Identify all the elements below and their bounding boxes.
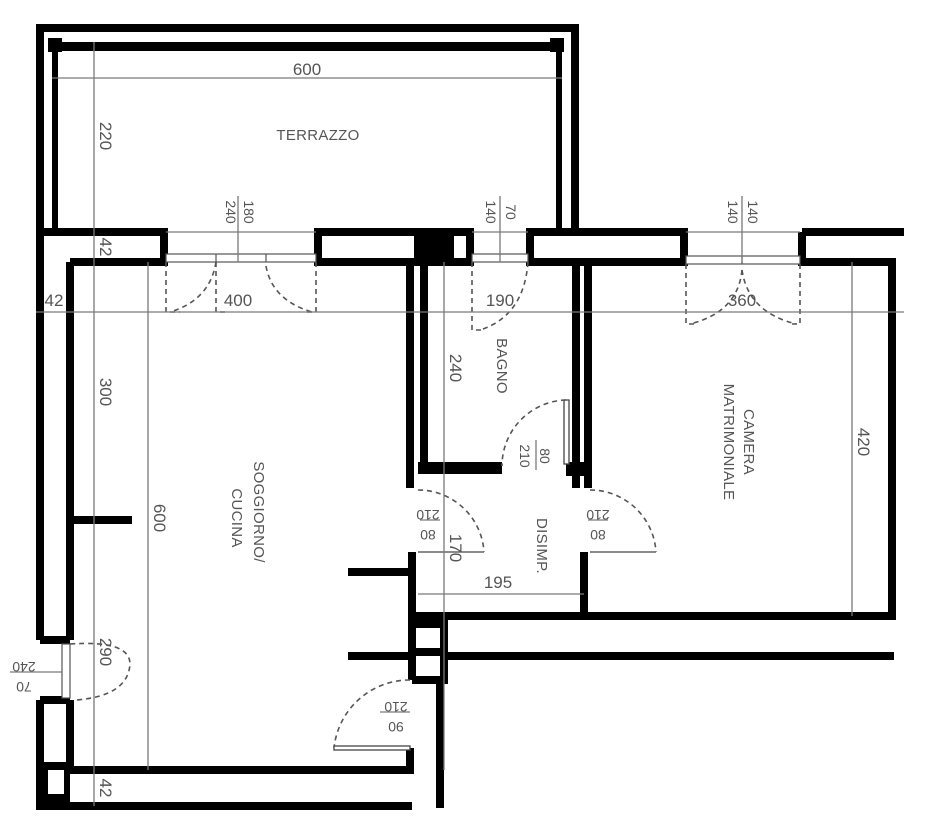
interior-walls <box>74 262 894 808</box>
opening-labels: 240 180 140 70 140 140 80 210 210 80 210… <box>12 200 761 735</box>
dim-bedroom-depth: 420 <box>854 428 873 456</box>
room-label-bathroom: BAGNO <box>493 338 510 394</box>
side-window-height: 240 <box>12 659 36 675</box>
dim-bedroom-width: 360 <box>728 291 756 310</box>
room-label-living-1: SOGGIORNO/ <box>250 461 267 563</box>
dim-wall-bottom: 42 <box>96 779 115 798</box>
bathroom-door-height: 210 <box>517 444 533 468</box>
living-window-height: 240 <box>223 200 239 224</box>
bathroom-window-height: 140 <box>483 200 499 224</box>
room-label-terrace: TERRAZZO <box>276 127 359 144</box>
side-window-width: 70 <box>16 679 32 695</box>
room-label-hallway: DISIMP. <box>533 518 550 574</box>
bedroom-door-height: 210 <box>586 507 610 523</box>
dim-bathroom-depth: 240 <box>446 354 465 382</box>
bathroom-door-width: 80 <box>537 448 553 464</box>
entrance-door-width: 90 <box>388 719 404 735</box>
bathroom-window-width: 70 <box>503 204 519 220</box>
dimension-labels: 600 220 42 42 42 400 190 360 240 300 600… <box>45 60 873 797</box>
dim-wall-left: 42 <box>45 291 64 310</box>
dim-hallway-depth: 170 <box>446 534 465 562</box>
dim-terrace-width: 600 <box>293 60 321 79</box>
living-window-width: 180 <box>241 200 257 224</box>
terrace-walls <box>36 24 579 228</box>
living-door-width: 80 <box>420 527 436 543</box>
windows <box>61 253 801 699</box>
room-label-living-2: CUCINA <box>228 488 245 547</box>
dim-living-upper: 300 <box>96 378 115 406</box>
dim-hallway-width: 195 <box>484 573 512 592</box>
entrance-door-height: 210 <box>384 699 408 715</box>
dim-living-lower: 290 <box>96 638 115 666</box>
room-label-bedroom-1: CAMERA <box>740 409 757 475</box>
room-label-bedroom-2: MATRIMONIALE <box>720 384 737 501</box>
dimension-lines <box>10 42 904 806</box>
room-labels: TERRAZZO BAGNO SOGGIORNO/ CUCINA CAMERA … <box>228 127 757 574</box>
bedroom-window-height: 140 <box>725 200 741 224</box>
dim-living-depth: 600 <box>150 504 169 532</box>
facade-walls <box>36 228 904 810</box>
bedroom-door-width: 80 <box>590 527 606 543</box>
dim-wall-top: 42 <box>96 238 115 257</box>
bedroom-window-width: 140 <box>745 200 761 224</box>
dim-terrace-depth: 220 <box>96 122 115 150</box>
dim-living-window-span: 400 <box>224 291 252 310</box>
dim-bathroom-width: 190 <box>486 291 514 310</box>
living-door-height: 210 <box>416 507 440 523</box>
